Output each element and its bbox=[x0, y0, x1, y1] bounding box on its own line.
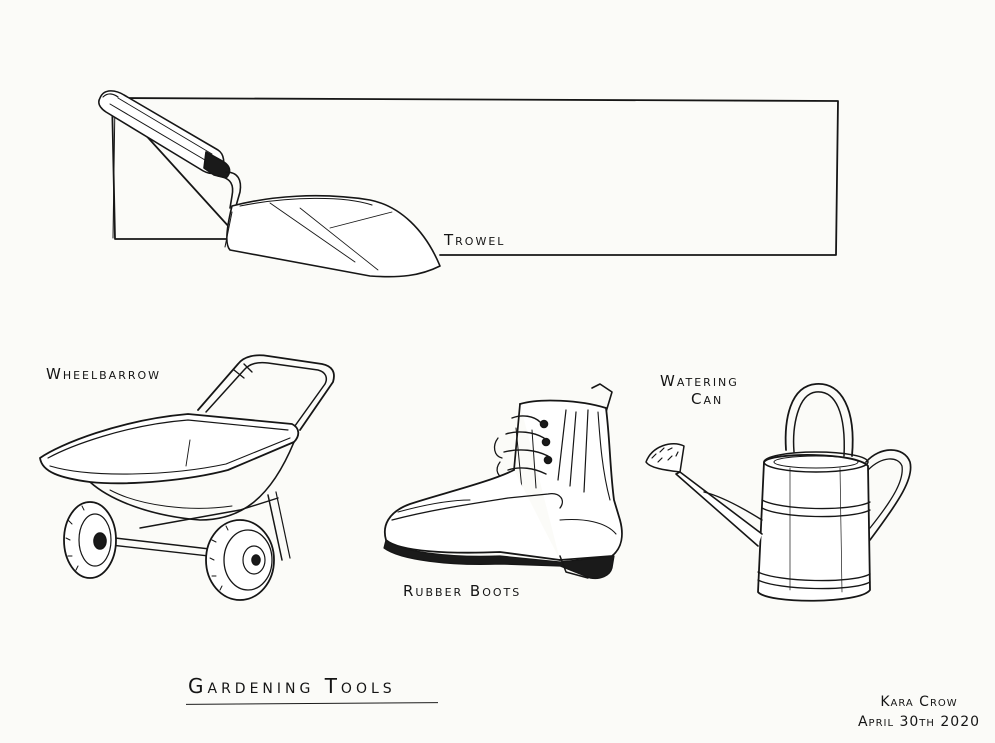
wheelbarrow-label: Wheelbarrow bbox=[46, 365, 162, 383]
trowel-illustration bbox=[98, 90, 839, 278]
watering-can-rose bbox=[645, 442, 685, 473]
trowel-frame bbox=[111, 97, 839, 256]
watering-can-label-line2: Can bbox=[691, 390, 724, 408]
watering-can-body bbox=[757, 454, 871, 602]
signature-name: Kara Crow bbox=[880, 694, 958, 710]
wheelbarrow-tub bbox=[39, 413, 300, 485]
wheelbarrow-left-wheel bbox=[63, 501, 117, 579]
watering-can-spout bbox=[675, 471, 763, 547]
page-title: Gardening Tools bbox=[188, 674, 396, 698]
watering-can-label-line1: Watering bbox=[660, 372, 739, 390]
wheelbarrow-illustration bbox=[39, 354, 335, 601]
boot-foot bbox=[384, 469, 561, 561]
watering-can-top-handle bbox=[784, 383, 854, 457]
wheelbarrow-right-wheel bbox=[205, 519, 275, 601]
watering-can-rear-handle bbox=[865, 449, 912, 541]
signature-date: April 30th 2020 bbox=[857, 714, 981, 730]
trowel-label: Trowel bbox=[444, 231, 506, 249]
rubber-boot-illustration bbox=[383, 383, 623, 580]
trowel-blade bbox=[226, 194, 441, 278]
watering-can-illustration bbox=[645, 383, 912, 602]
artist-signature: Kara Crow April 30th 2020 bbox=[846, 692, 992, 732]
rubber-boots-label: Rubber Boots bbox=[403, 582, 522, 600]
